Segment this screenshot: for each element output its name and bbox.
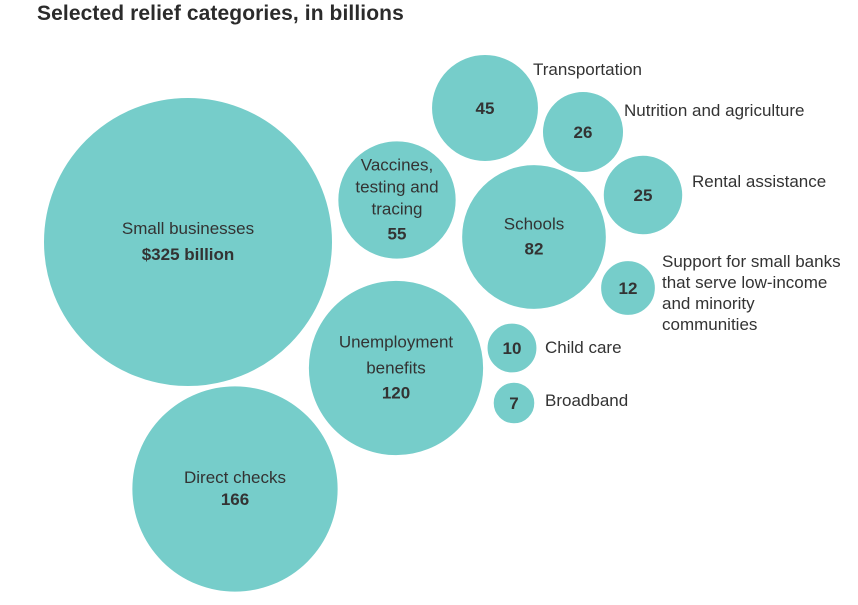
bubble-child-care: 10 Child care [485, 321, 622, 375]
bubble-value-transportation: 45 [476, 99, 495, 118]
bubble-schools: Schools 82 [460, 163, 608, 311]
bubble-label-small-businesses: Small businesses [122, 219, 254, 238]
bubble-value-nutrition: 26 [574, 123, 593, 142]
bubble-label-schools: Schools [504, 215, 564, 234]
bubble-circle-rental [601, 153, 685, 237]
bubble-circle-child-care [485, 321, 539, 375]
bubble-nutrition: 26 Nutrition and agriculture [540, 89, 804, 175]
bubble-value-broadband: 7 [509, 394, 518, 413]
bubble-unemployment-benefits: Unemployment benefits 120 [306, 278, 486, 458]
bubble-label-small-banks: and minority [662, 294, 755, 313]
bubble-value-direct-checks: 166 [221, 490, 249, 509]
bubble-value-small-banks: 12 [619, 279, 638, 298]
bubble-label-rental: Rental assistance [692, 172, 826, 191]
bubble-value-rental: 25 [634, 186, 653, 205]
bubble-direct-checks: Direct checks 166 [130, 384, 340, 594]
bubble-circle-direct-checks [130, 384, 340, 594]
bubble-circle-nutrition [540, 89, 626, 175]
bubble-label-vaccines: testing and [355, 178, 438, 197]
bubble-label-vaccines: tracing [371, 200, 422, 219]
bubble-broadband: 7 Broadband [491, 380, 628, 426]
chart-title: Selected relief categories, in billions [37, 2, 404, 25]
bubble-value-vaccines: 55 [388, 225, 407, 244]
bubble-transportation: 45 Transportation [430, 53, 642, 163]
bubble-circle-schools [460, 163, 608, 311]
bubble-value-child-care: 10 [503, 339, 522, 358]
bubble-small-businesses: Small businesses $325 billion [42, 96, 334, 388]
bubble-label-small-banks: communities [662, 315, 757, 334]
bubble-value-small-businesses: $325 billion [142, 245, 235, 264]
bubble-label-unemployment-benefits: benefits [366, 359, 426, 378]
bubble-label-direct-checks: Direct checks [184, 468, 286, 487]
bubble-circle-small-businesses [42, 96, 334, 388]
bubble-value-unemployment-benefits: 120 [382, 384, 410, 403]
bubble-label-small-banks: Support for small banks [662, 252, 841, 271]
bubble-label-child-care: Child care [545, 338, 622, 357]
bubble-vaccines: Vaccines, testing and tracing 55 [336, 139, 458, 261]
bubble-circle-broadband [491, 380, 537, 426]
bubble-circle-small-banks [599, 259, 657, 317]
bubble-circle-vaccines [336, 139, 458, 261]
bubble-small-banks: 12 Support for small banks that serve low-… [599, 252, 841, 334]
bubble-label-small-banks: that serve low-income [662, 273, 827, 292]
bubble-label-unemployment-benefits: Unemployment [339, 333, 454, 352]
bubble-value-schools: 82 [525, 240, 544, 259]
bubble-label-broadband: Broadband [545, 391, 628, 410]
bubble-rental: 25 Rental assistance [601, 153, 826, 237]
bubble-circle-unemployment-benefits [306, 278, 486, 458]
bubble-circle-transportation [430, 53, 540, 163]
bubble-label-transportation: Transportation [533, 60, 642, 79]
bubble-label-vaccines: Vaccines, [361, 156, 433, 175]
bubble-label-nutrition: Nutrition and agriculture [624, 101, 804, 120]
